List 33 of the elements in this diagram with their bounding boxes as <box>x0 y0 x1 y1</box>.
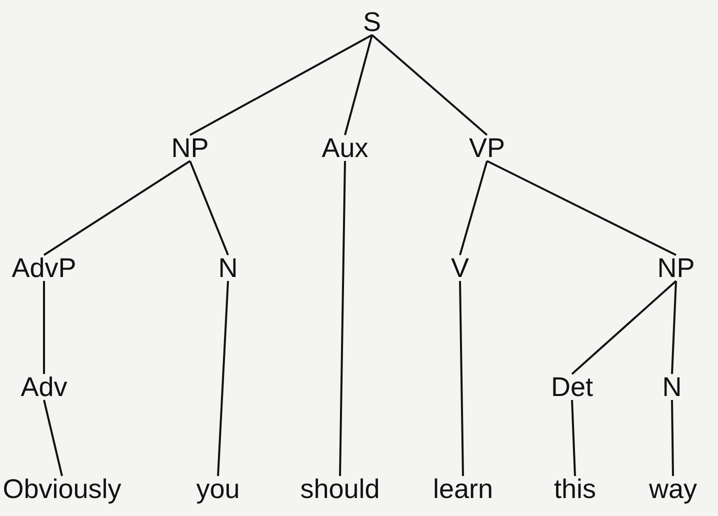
category-label: N <box>217 253 239 283</box>
category-label: N <box>661 372 683 402</box>
tree-branch-line <box>43 400 63 476</box>
word-label: way <box>648 474 698 504</box>
word-label: learn <box>432 474 494 504</box>
word-label: should <box>299 474 381 504</box>
category-label: NP <box>170 133 210 163</box>
tree-branch-line <box>217 280 229 476</box>
word-label: you <box>195 474 241 504</box>
tree-branch-line <box>459 160 488 256</box>
tree-branch-line <box>571 400 576 476</box>
tree-branch-line <box>190 34 372 136</box>
tree-branch-line <box>371 34 488 136</box>
category-label: NP <box>656 253 696 283</box>
category-label: VP <box>468 133 506 163</box>
category-label: Det <box>550 372 594 402</box>
tree-branch-line <box>43 160 191 256</box>
tree-branch-line <box>571 280 677 375</box>
category-label: Aux <box>320 133 370 163</box>
tree-branch-line <box>671 400 674 476</box>
tree-branch-line <box>486 160 676 256</box>
word-label: this <box>552 474 598 504</box>
category-label: V <box>450 253 470 283</box>
tree-branch-line <box>459 280 464 476</box>
tree-branch-line <box>189 160 229 256</box>
tree-branch-line <box>344 34 373 136</box>
category-label: S <box>362 7 382 37</box>
category-label: AdvP <box>10 253 78 283</box>
tree-branch-line <box>43 281 45 374</box>
category-label: Adv <box>20 372 68 402</box>
tree-branch-line <box>671 280 677 374</box>
tree-branch-line <box>339 160 346 476</box>
word-label: Obviously <box>2 474 122 504</box>
